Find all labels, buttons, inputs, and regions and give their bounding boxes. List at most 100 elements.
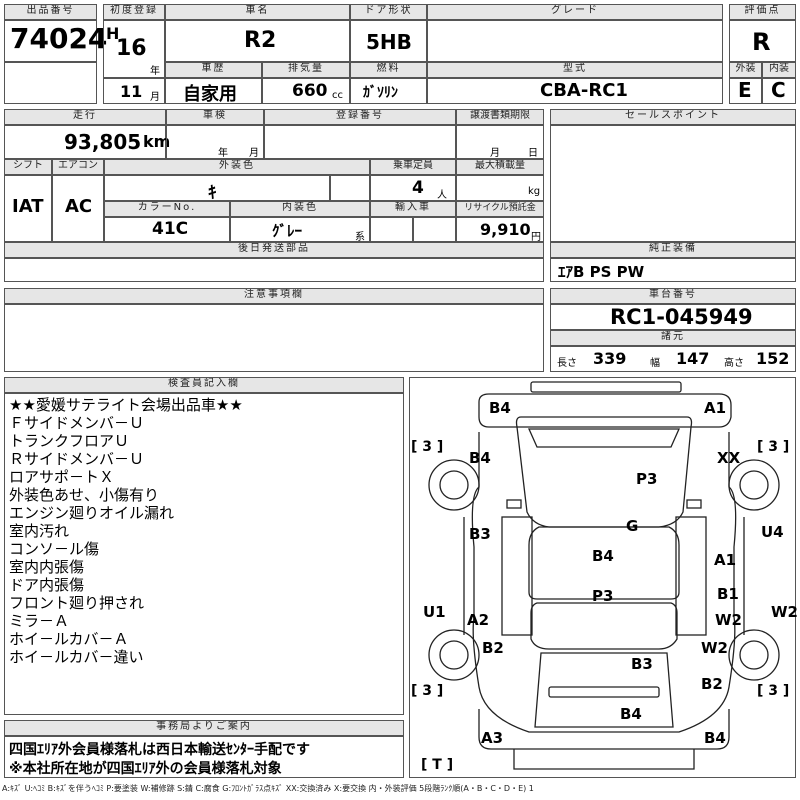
model-value: CBA-RC1 (540, 80, 628, 101)
office-label: 事務局よりご案内 (4, 720, 404, 736)
color-no-label: カラーNo. (104, 201, 230, 217)
ac-label: エアコン (52, 159, 104, 175)
inspector-label: 検査員記入欄 (4, 377, 404, 393)
legend-line: A:ｷｽﾞ U:ﾍｺﾐ B:ｷｽﾞを伴うﾍｺﾐ P:要塗装 W:補修跡 S:錆 … (2, 784, 534, 793)
month-unit: 月 (150, 92, 160, 103)
damage-mark: B2 (482, 639, 504, 657)
damage-mark: A1 (704, 399, 727, 417)
score-value: R (752, 28, 771, 56)
inspector-note-line: ★★愛媛サテライト会場出品車★★ (9, 396, 243, 414)
damage-mark: XX (717, 449, 741, 467)
notice-label: 注意事項欄 (4, 288, 544, 304)
inspector-note-line: 外装色あせ、小傷有り (9, 486, 160, 504)
damage-mark: W2 (715, 611, 742, 629)
door-label: ドア形状 (350, 4, 427, 20)
lot-number: 74024 (10, 22, 108, 55)
reg-no-label: 登録番号 (264, 109, 456, 125)
sales-point-label: セールスポイント (550, 109, 796, 125)
model-label: 型式 (427, 62, 723, 78)
width-value: 147 (676, 349, 710, 368)
panel-count-bracket: [ 3 ] (757, 439, 790, 455)
inspector-note-line: トランクフロアＵ (9, 432, 130, 450)
inspector-note-line: ホイ－ルカバ－違い (9, 648, 144, 666)
inspector-note-line: ロアサポ－トＸ (9, 468, 115, 486)
height-label: 高さ (724, 358, 744, 369)
capacity-label: 乗車定員 (370, 159, 456, 175)
mileage-unit: km (143, 132, 171, 151)
damage-mark: P3 (636, 470, 658, 488)
inspector-note-line: ドア内張傷 (9, 576, 85, 594)
displacement-unit: cc (332, 90, 343, 101)
int-color-unit: 系 (355, 232, 365, 243)
first-reg-label: 初度登録 (103, 4, 165, 20)
height-value: 152 (756, 349, 790, 368)
spec-label: 諸元 (550, 330, 796, 346)
damage-mark: A2 (467, 611, 490, 629)
history-value: 自家用 (183, 84, 237, 105)
ext-grade-label: 外装 (729, 62, 762, 78)
damage-mark: W2 (701, 639, 728, 657)
width-label: 幅 (650, 358, 660, 369)
damage-mark: G (626, 517, 639, 535)
chassis-label: 車台番号 (550, 288, 796, 304)
inspector-note-line: ホイ－ルカバ－Ａ (9, 630, 129, 648)
chassis-value: RC1-045949 (610, 305, 753, 329)
inspector-note-line: フロント廻り押され (9, 594, 145, 612)
transfer-month-unit: 月 (490, 148, 500, 159)
office-line-2: ※本社所在地が四国ｴﾘｱ外の会員様落札対象 (9, 761, 282, 777)
office-line-1: 四国ｴﾘｱ外会員様落札は西日本輸送ｾﾝﾀｰ手配です (9, 742, 310, 758)
car-name: R2 (244, 28, 277, 53)
inspector-note-line: コンソ－ル傷 (9, 540, 100, 558)
displacement-label: 排気量 (262, 62, 350, 78)
load-label: 最大積載量 (456, 159, 544, 175)
inspector-note-line: ミラ－Ａ (9, 612, 70, 630)
int-grade: C (771, 78, 786, 102)
inspector-note-line: Ｒサイドメンバ－Ｕ (9, 450, 145, 468)
damage-mark: B4 (592, 547, 614, 565)
damage-mark: B3 (469, 525, 491, 543)
ext-color-label: 外装色 (104, 159, 370, 175)
int-color-value: ｸﾞﾚｰ (272, 222, 303, 240)
fuel-value: ｶﾞｿﾘﾝ (363, 85, 398, 101)
damage-mark: U1 (423, 603, 446, 621)
history-label: 車歴 (165, 62, 262, 78)
ext-grade: E (738, 78, 752, 102)
equip-label: 純正装備 (550, 242, 796, 258)
damage-mark: A3 (481, 729, 504, 747)
inspection-label: 車検 (166, 109, 264, 125)
insp-month-unit: 月 (249, 148, 259, 159)
shift-label: シフト (4, 159, 52, 175)
reg-month: 11 (120, 82, 143, 101)
damage-mark: B4 (489, 399, 511, 417)
car-damage-diagram (428, 381, 780, 770)
length-value: 339 (593, 349, 627, 368)
panel-count-bracket: [ T ] (421, 757, 454, 773)
panel-count-bracket: [ 3 ] (757, 683, 790, 699)
mileage-value: 93,805 (64, 130, 142, 154)
score-label: 評価点 (729, 4, 796, 20)
recycle-value: 9,910 (480, 220, 531, 239)
damage-mark: B4 (620, 705, 642, 723)
grade-label: グレード (427, 4, 723, 20)
damage-mark: W2 (771, 603, 798, 621)
recycle-unit: 円 (531, 232, 541, 243)
inspector-note-line: Ｆサイドメンバ－Ｕ (9, 414, 145, 432)
damage-mark: P3 (592, 587, 614, 605)
ac-value: AC (65, 196, 93, 217)
damage-mark: B2 (701, 675, 723, 693)
lot-no-label: 出品番号 (4, 4, 97, 20)
int-color-label: 内装色 (230, 201, 370, 217)
color-no-value: 41C (152, 219, 189, 239)
import-label: 輸入車 (370, 201, 456, 217)
displacement-value: 660 (292, 81, 328, 101)
load-unit: kg (528, 186, 541, 197)
insp-year-unit: 年 (218, 148, 228, 159)
car-name-label: 車名 (165, 4, 350, 20)
damage-mark: B1 (717, 585, 739, 603)
damage-mark: U4 (761, 523, 784, 541)
panel-count-bracket: [ 3 ] (411, 683, 444, 699)
door-type: 5HB (366, 30, 412, 54)
recycle-label: リサイクル預託金 (456, 201, 544, 217)
